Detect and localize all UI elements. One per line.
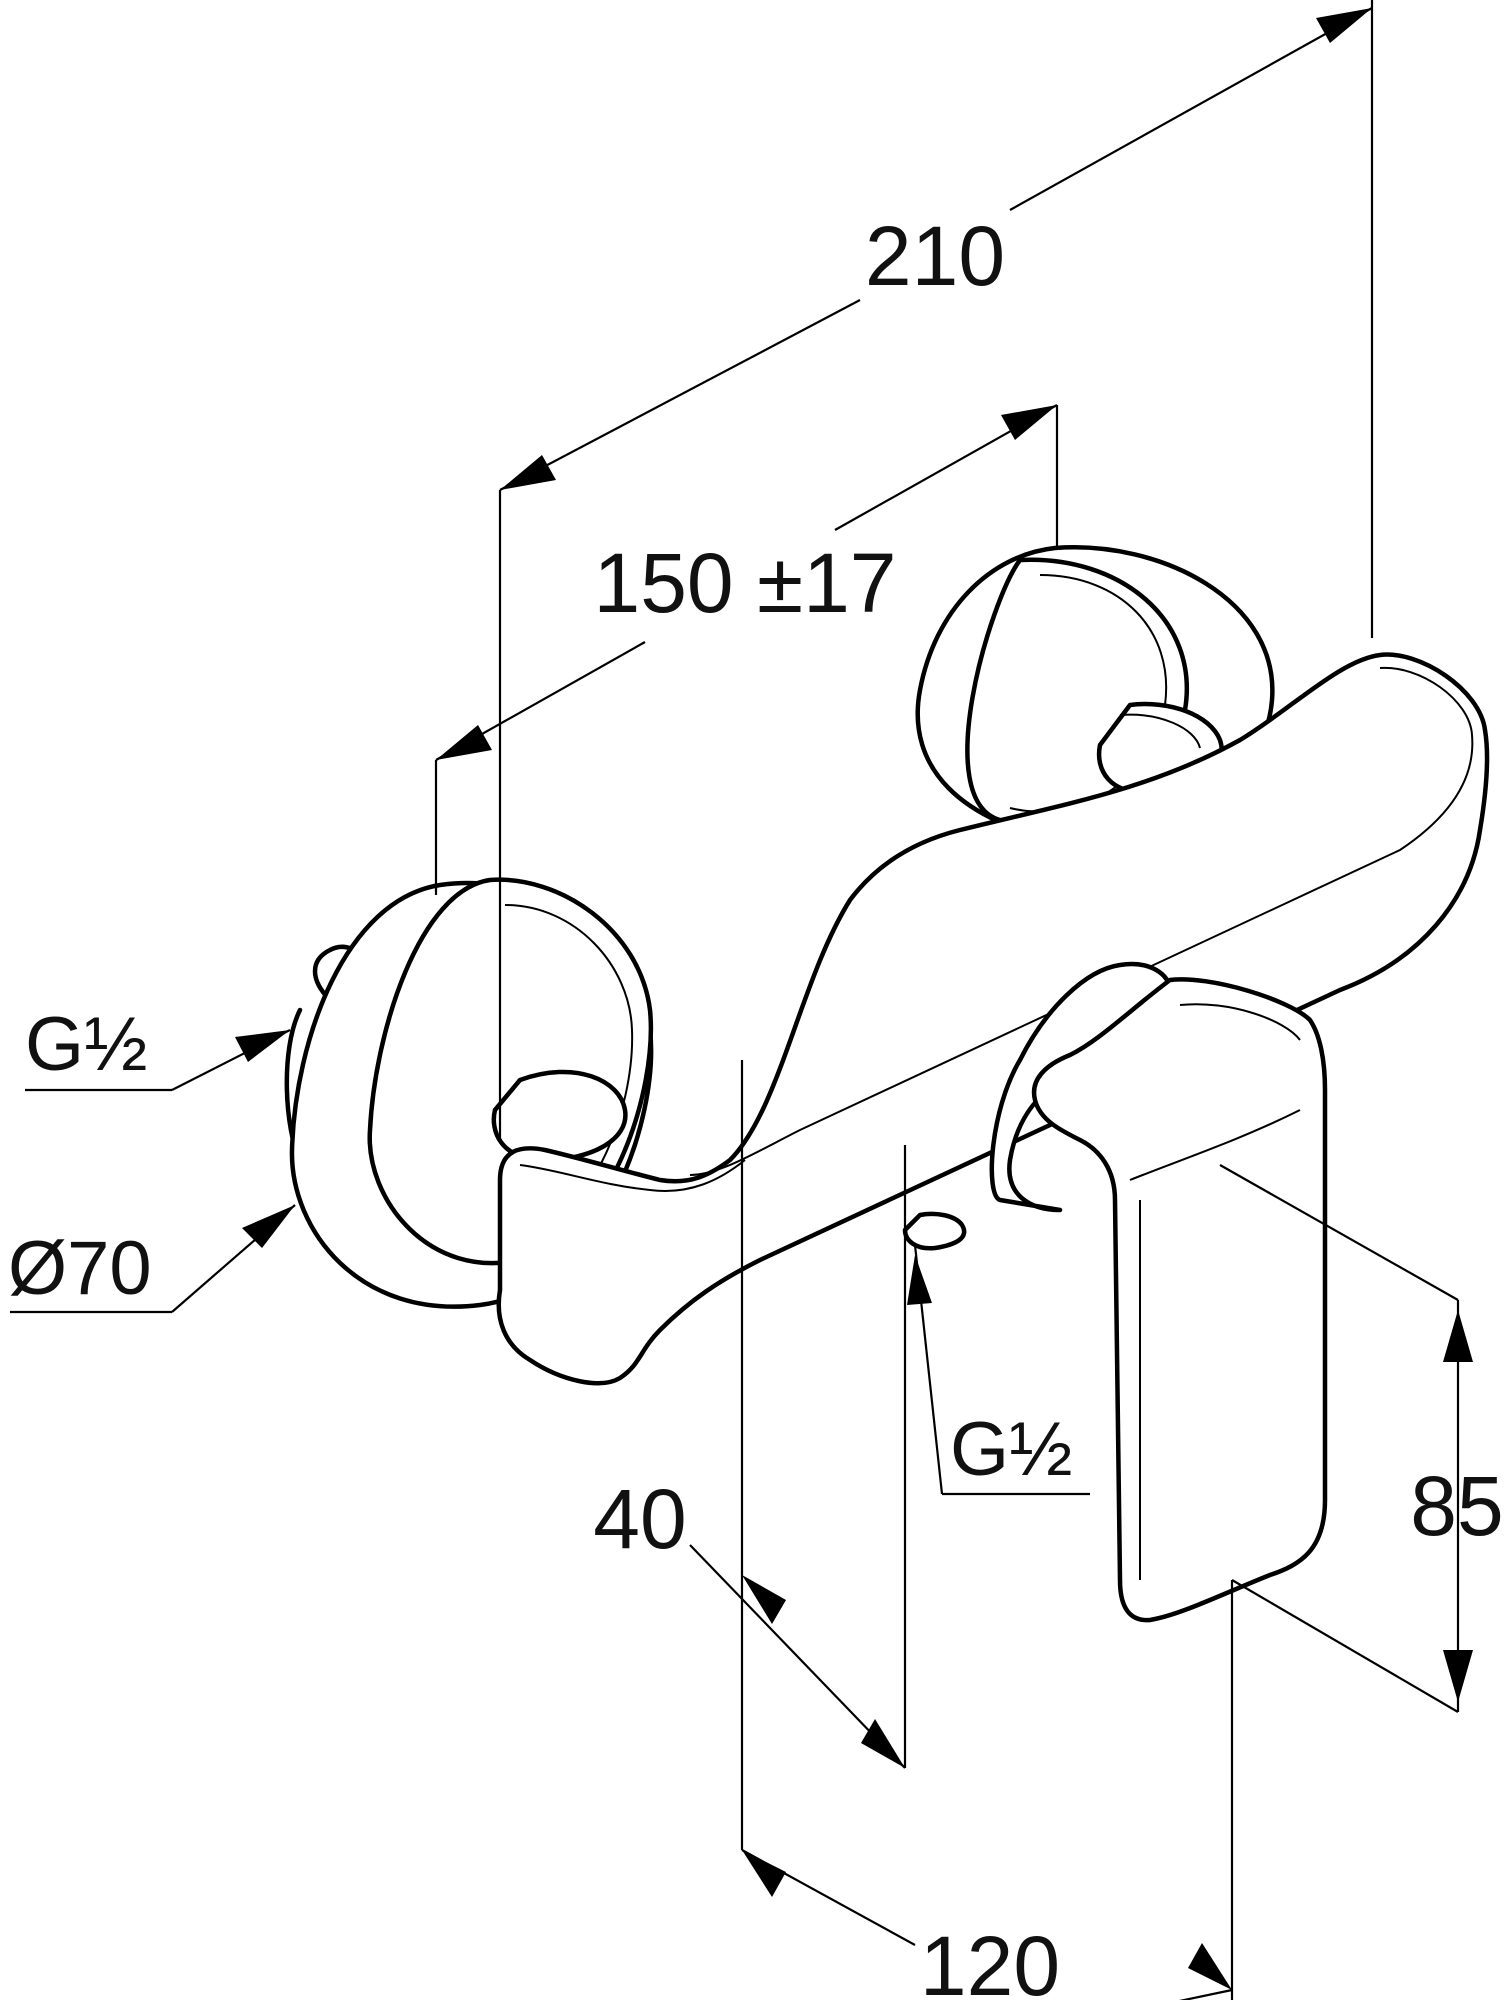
dim-120-label: 120	[920, 1919, 1060, 2000]
dim-210-label: 210	[865, 209, 1005, 303]
inlet-thread-callout: G½	[25, 1002, 291, 1092]
lever-handle	[1031, 977, 1328, 1623]
dim-120: 120	[741, 1580, 1234, 2000]
arrow-40-left	[742, 1575, 786, 1624]
arrow-120-right	[1188, 1943, 1232, 1990]
arrow-210-right	[1316, 8, 1372, 43]
outlet-thread-callout: G½	[907, 1244, 1090, 1496]
rosette-diameter-callout: Ø70	[8, 1204, 296, 1314]
dim-150-label: 150 ±17	[593, 536, 896, 630]
arrow-150-left	[436, 725, 492, 760]
inlet-thread-label: G½	[25, 1002, 148, 1087]
arrow-150-right	[1001, 405, 1057, 440]
rosette-diameter-label: Ø70	[8, 1226, 152, 1311]
dim-40-label: 40	[593, 1472, 686, 1566]
dim-85: 85	[1219, 1164, 1504, 1713]
dim-85-label: 85	[1410, 1459, 1503, 1553]
arrow-85-top	[1443, 1310, 1473, 1362]
dim-40: 40	[593, 1060, 907, 1850]
arrow-120-left	[742, 1850, 786, 1897]
arrow-40-right	[861, 1719, 905, 1768]
dim-210: 210	[498, 0, 1374, 1140]
outlet-thread-label: G½	[950, 1407, 1073, 1492]
dim-150: 150 ±17	[434, 404, 1059, 895]
arrow-210-left	[500, 455, 556, 490]
rear-rosette	[915, 545, 1275, 846]
arrow-85-bottom	[1443, 1650, 1473, 1702]
